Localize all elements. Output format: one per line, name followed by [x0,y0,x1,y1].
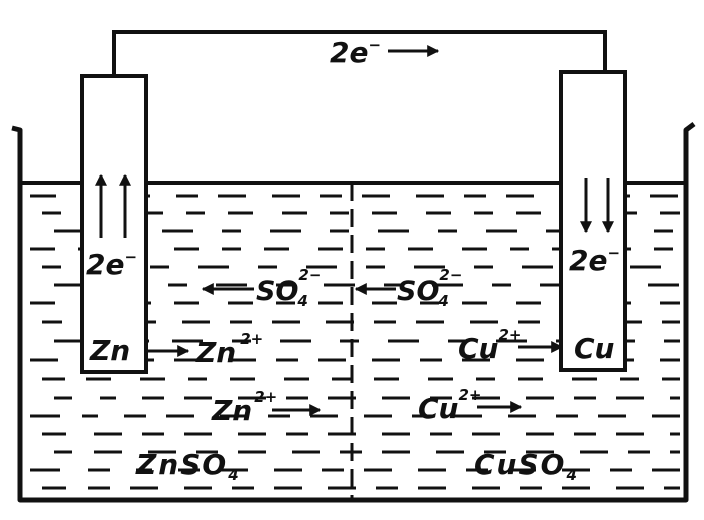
copper-electrode-label: Cu [574,332,615,365]
cu-ion-label-upper: Cu2+ [458,326,522,365]
sulfate-label-right: SO2−4 [397,266,462,310]
cu-ion-label-lower: Cu2+ [418,386,482,425]
external-wire [112,30,607,76]
sulfate-label-left: SO2−4 [256,266,321,310]
copper-electrode [559,70,627,372]
znso4-label: ZnSO4 [135,448,241,484]
zinc-electron-label: 2e− [86,248,137,281]
wire-electron-label: 2e− [330,36,381,69]
cuso4-label: CuSO4 [474,448,579,484]
zinc-electrode-label: Zn [89,334,130,367]
copper-electron-label: 2e− [569,244,620,277]
zinc-electrode [80,74,148,374]
